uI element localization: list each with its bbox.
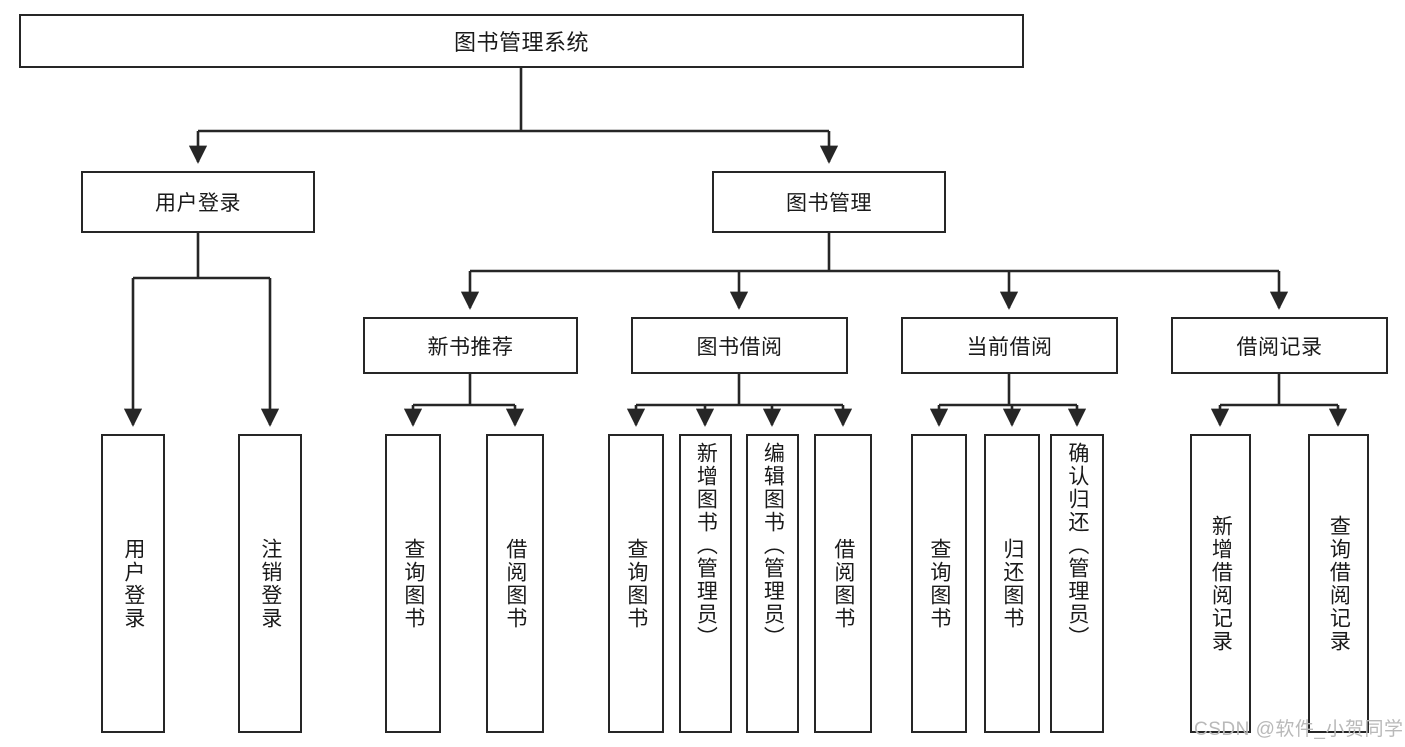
node-user-login-label: 用户登录	[155, 192, 241, 215]
node-user-login[interactable]: 用户登录	[81, 171, 315, 233]
leaf-add-borrow-record[interactable]: 新增借阅记录	[1190, 434, 1251, 733]
leaf-query-borrow-record-label: 查询借阅记录	[1327, 514, 1351, 653]
node-borrow-record[interactable]: 借阅记录	[1171, 317, 1388, 374]
leaf-add-book-admin-label: 新增图书（管理员）	[694, 442, 718, 649]
leaf-confirm-return-admin-label: 确认归还（管理员）	[1065, 442, 1089, 649]
node-current-borrow[interactable]: 当前借阅	[901, 317, 1118, 374]
leaf-add-borrow-record-label: 新增借阅记录	[1209, 514, 1233, 653]
node-current-borrow-label: 当前借阅	[966, 335, 1053, 359]
node-borrow-record-label: 借阅记录	[1236, 335, 1323, 359]
leaf-borrow-book-recommend[interactable]: 借阅图书	[486, 434, 544, 733]
node-new-book-recommend[interactable]: 新书推荐	[363, 317, 578, 374]
leaf-borrow-book-label: 借阅图书	[831, 537, 855, 630]
leaf-edit-book-admin[interactable]: 编辑图书（管理员）	[746, 434, 799, 733]
leaf-query-book-borrow[interactable]: 查询图书	[608, 434, 664, 733]
leaf-borrow-book[interactable]: 借阅图书	[814, 434, 872, 733]
leaf-query-book-current[interactable]: 查询图书	[911, 434, 967, 733]
csdn-watermark: CSDN @软件_小贺同学	[1194, 719, 1404, 740]
leaf-logout-login[interactable]: 注销登录	[238, 434, 302, 733]
leaf-query-book-recommend-label: 查询图书	[401, 537, 425, 630]
node-book-borrow[interactable]: 图书借阅	[631, 317, 848, 374]
leaf-query-book-current-label: 查询图书	[927, 537, 951, 630]
leaf-logout-login-label: 注销登录	[258, 537, 282, 630]
leaf-user-login[interactable]: 用户登录	[101, 434, 165, 733]
node-root-system-label: 图书管理系统	[453, 30, 589, 55]
leaf-query-book-recommend[interactable]: 查询图书	[385, 434, 441, 733]
leaf-return-book[interactable]: 归还图书	[984, 434, 1040, 733]
leaf-user-login-label: 用户登录	[121, 537, 145, 630]
leaf-query-book-borrow-label: 查询图书	[624, 537, 648, 630]
leaf-confirm-return-admin[interactable]: 确认归还（管理员）	[1050, 434, 1104, 733]
leaf-add-book-admin[interactable]: 新增图书（管理员）	[679, 434, 732, 733]
leaf-edit-book-admin-label: 编辑图书（管理员）	[761, 442, 785, 649]
leaf-borrow-book-recommend-label: 借阅图书	[503, 537, 527, 630]
node-book-manage[interactable]: 图书管理	[712, 171, 946, 233]
node-book-borrow-label: 图书借阅	[696, 335, 783, 359]
node-new-book-recommend-label: 新书推荐	[427, 335, 514, 359]
node-root-system[interactable]: 图书管理系统	[19, 14, 1024, 68]
leaf-return-book-label: 归还图书	[1000, 537, 1024, 630]
node-book-manage-label: 图书管理	[786, 192, 872, 215]
leaf-query-borrow-record[interactable]: 查询借阅记录	[1308, 434, 1369, 733]
